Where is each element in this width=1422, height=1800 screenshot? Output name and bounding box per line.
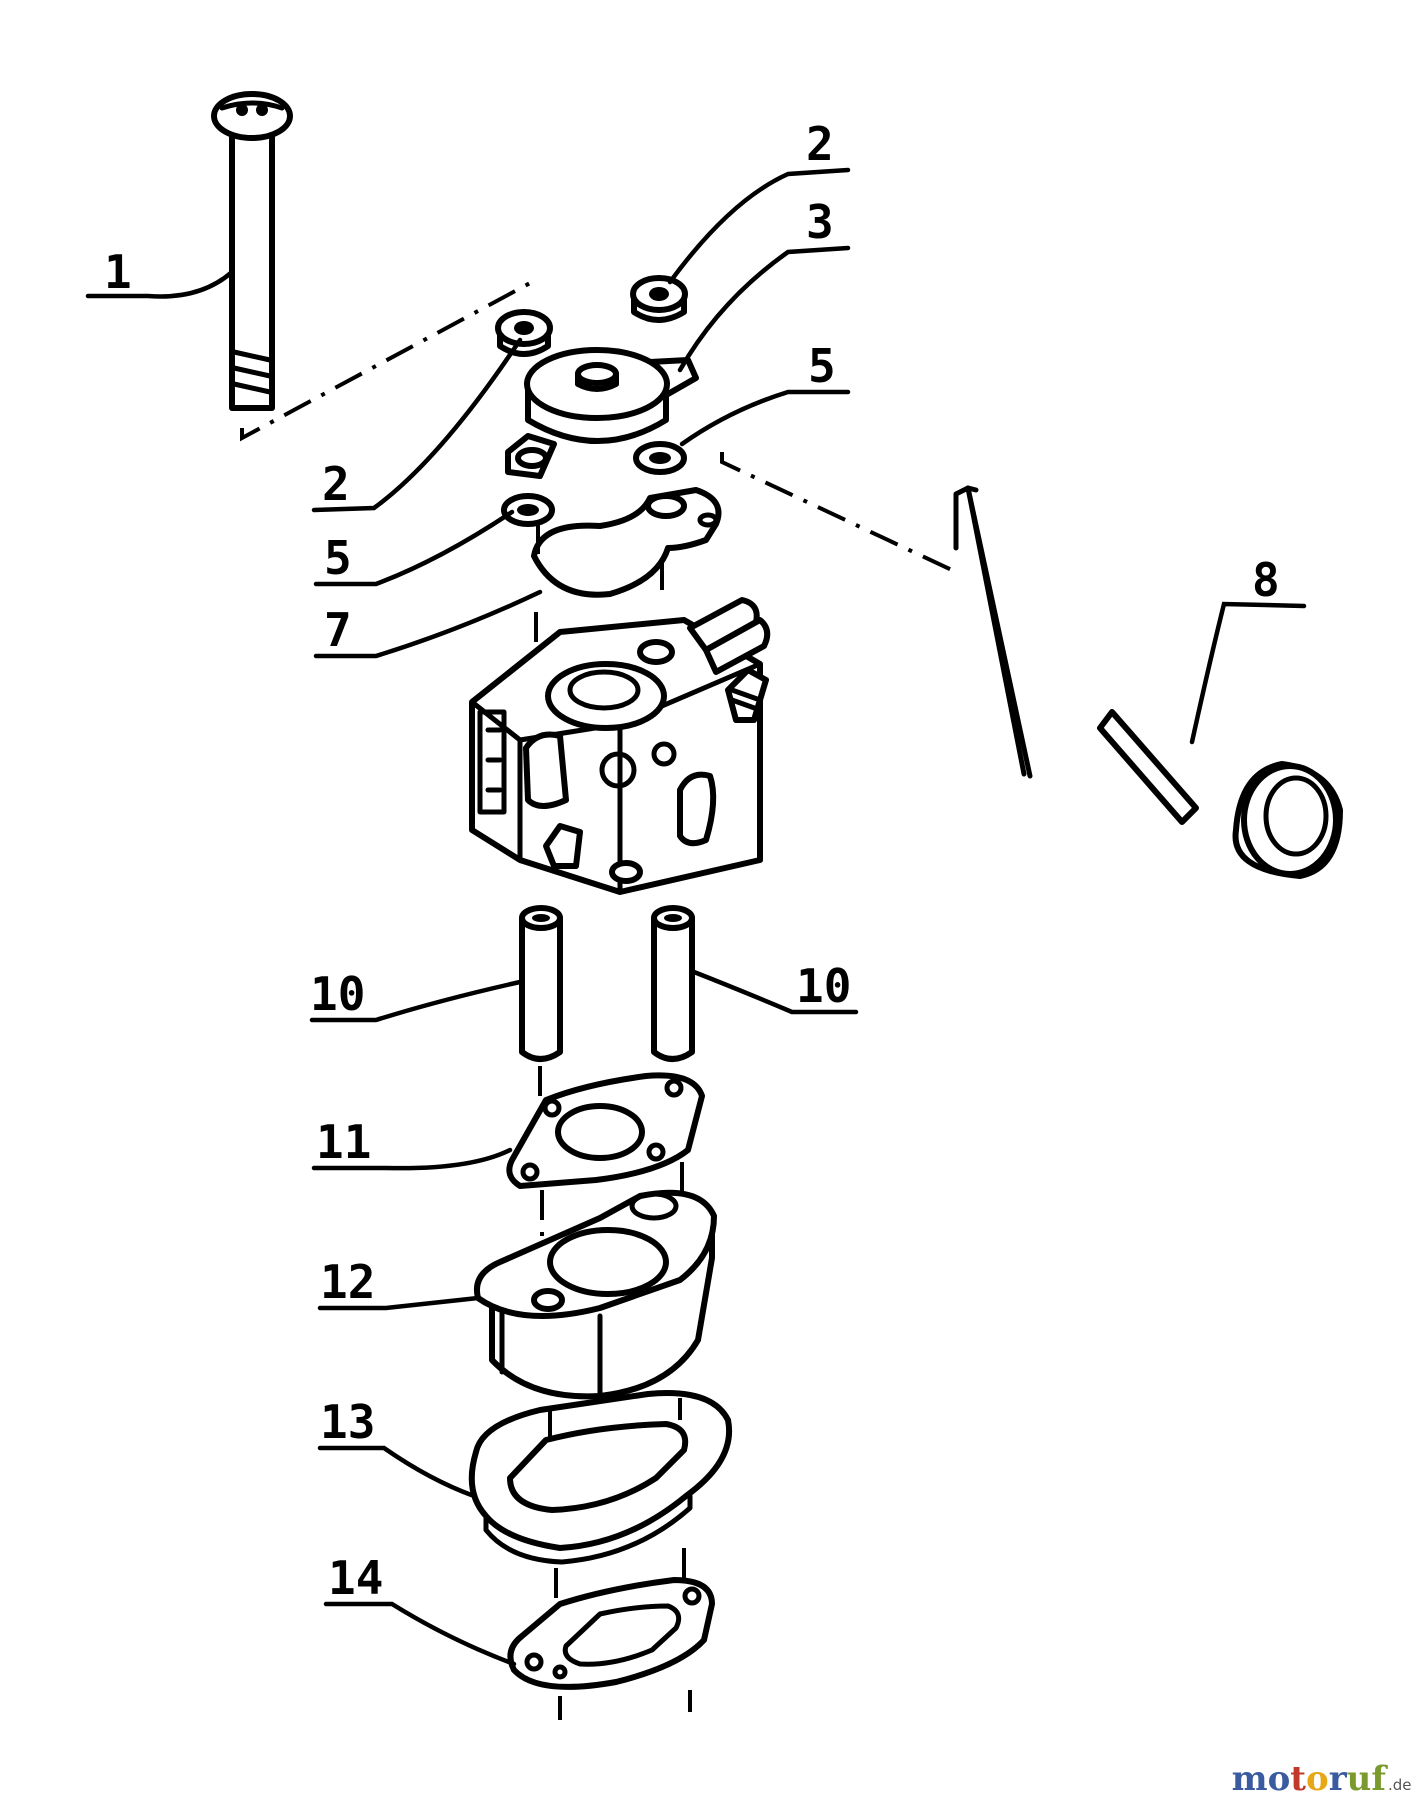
part-carburetor-body — [469, 597, 771, 895]
part-7-gasket — [531, 487, 722, 598]
part-13-gasket-frame — [468, 1390, 733, 1565]
callout-10-left: 10 — [310, 967, 365, 1021]
callout-labels: 1 2 2 3 5 5 7 8 10 10 11 12 13 14 — [104, 117, 1280, 1605]
part-1-screw — [211, 91, 293, 411]
callout-5-left: 5 — [324, 531, 352, 585]
callout-3: 3 — [806, 195, 834, 249]
callout-10-right: 10 — [796, 959, 851, 1013]
part-10-sleeve-left — [519, 905, 563, 1062]
callout-12: 12 — [320, 1255, 375, 1309]
part-3-cover — [505, 347, 699, 479]
callout-7: 7 — [324, 603, 352, 657]
callout-13: 13 — [320, 1395, 375, 1449]
watermark-letter: m — [1232, 1759, 1268, 1799]
watermark-letter: f — [1371, 1759, 1388, 1799]
callout-8: 8 — [1252, 553, 1280, 607]
watermark-letter: t — [1290, 1759, 1306, 1799]
part-10-sleeve-right — [651, 905, 695, 1062]
callout-14: 14 — [328, 1551, 383, 1605]
watermark-logo: motoruf .de — [1232, 1759, 1412, 1799]
watermark-letter: u — [1347, 1759, 1372, 1799]
watermark-letter: o — [1306, 1759, 1329, 1799]
part-2-nut-top — [630, 275, 688, 323]
watermark-letter: o — [1268, 1759, 1291, 1799]
watermark-letter: r — [1329, 1759, 1348, 1799]
part-5-washer-left — [501, 493, 555, 527]
assembly-axes — [240, 278, 957, 1720]
callout-2-top: 2 — [806, 117, 834, 171]
part-11-gasket — [506, 1072, 705, 1189]
watermark-suffix: .de — [1388, 1776, 1412, 1794]
watermark-text: motoruf — [1232, 1759, 1389, 1799]
callout-5-right: 5 — [808, 339, 836, 393]
part-12-adapter — [474, 1189, 717, 1400]
callout-1: 1 — [104, 245, 132, 299]
callout-2-left: 2 — [322, 457, 350, 511]
callout-11: 11 — [316, 1115, 371, 1169]
part-8-choke-rod — [953, 485, 1343, 879]
part-5-washer-right — [633, 441, 687, 475]
part-2-nut-left — [495, 309, 553, 357]
part-14-small-gasket — [507, 1577, 715, 1690]
leader-lines — [85, 167, 1307, 1667]
